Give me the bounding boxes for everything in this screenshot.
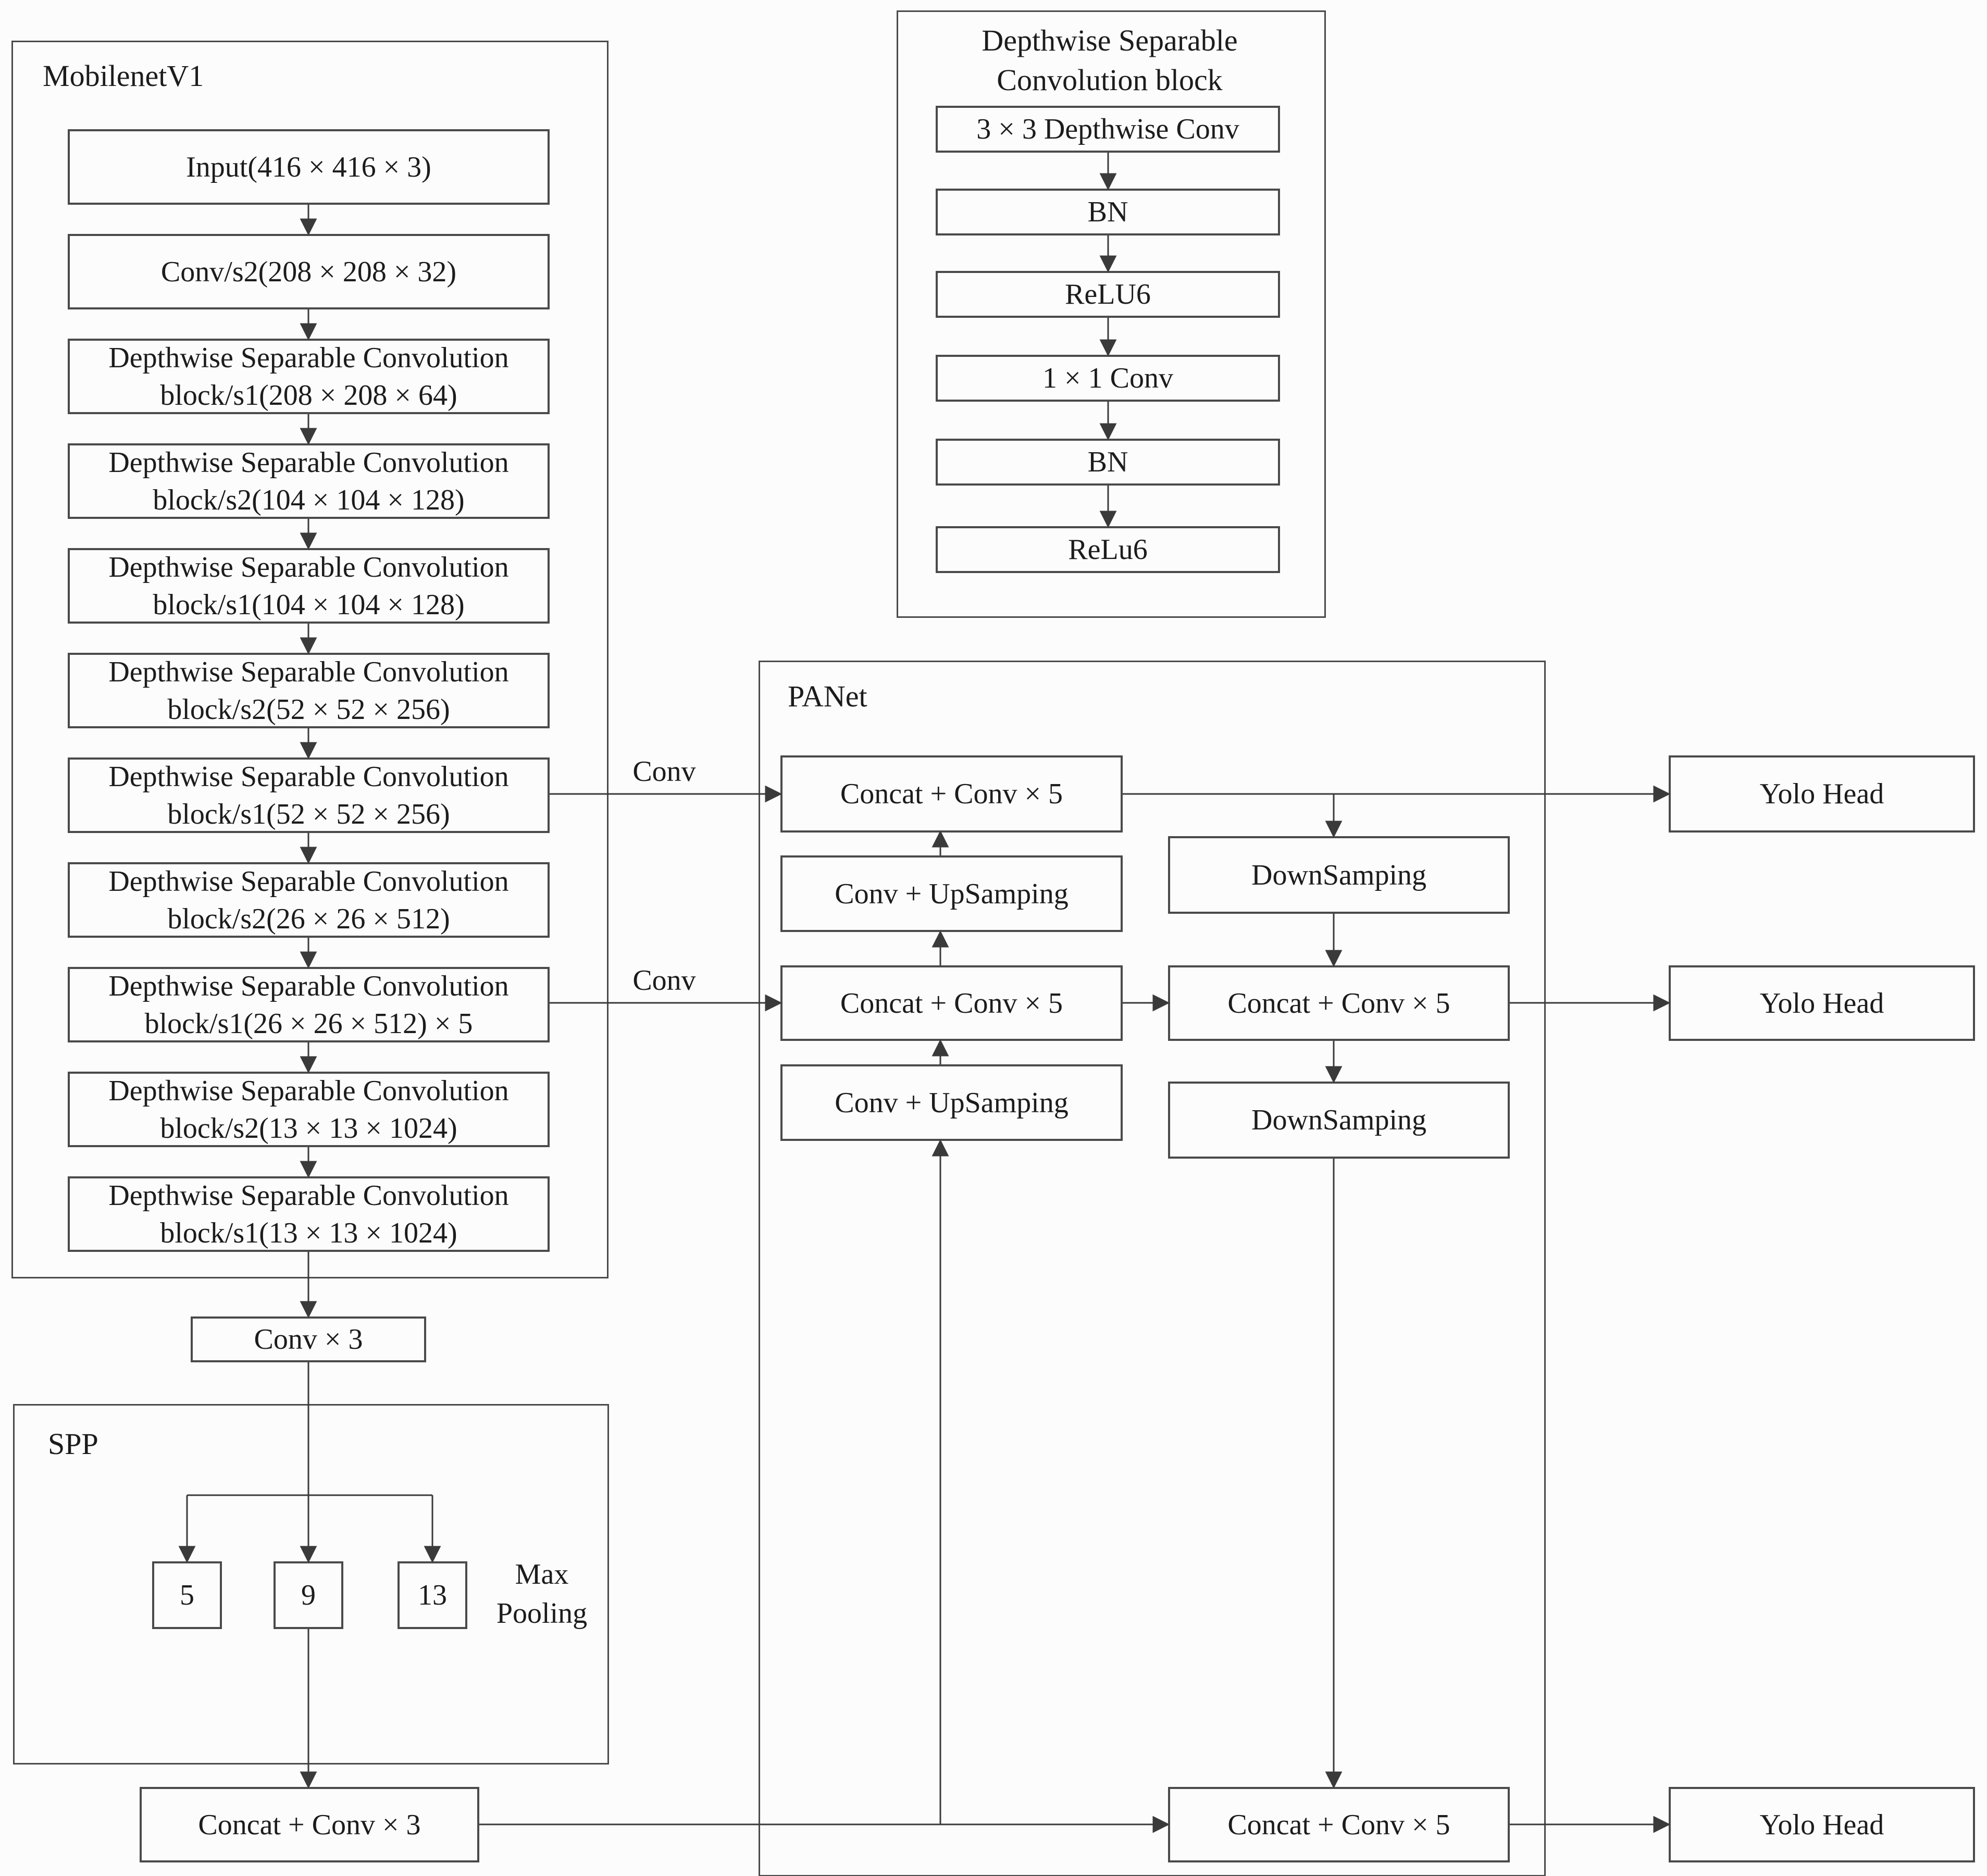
- concat-conv-x3-box: Concat + Conv × 3: [140, 1787, 479, 1862]
- maxpool-13-box: 13: [398, 1561, 467, 1629]
- dsc-relu6-box: ReLU6: [936, 271, 1280, 318]
- dsc-depthwise-conv-box: 3 × 3 Depthwise Conv: [936, 106, 1280, 153]
- mobilenet-title: MobilenetV1: [43, 59, 204, 93]
- max-pooling-label: Max Pooling: [496, 1558, 588, 1630]
- dsc-1x1-conv-box: 1 × 1 Conv: [936, 355, 1280, 402]
- maxpool-5-box: 5: [152, 1561, 222, 1629]
- layer-dsc-s2-13: Depthwise Separable Convolution block/s2…: [68, 1072, 550, 1147]
- panet-title: PANet: [788, 679, 867, 713]
- panet-downsamping-top: DownSamping: [1168, 836, 1510, 914]
- layer-dsc-s1-26-x5: Depthwise Separable Convolution block/s1…: [68, 967, 550, 1042]
- conv-edge-label-bottom: Conv: [632, 964, 696, 997]
- panet-concat-conv5-mid: Concat + Conv × 5: [780, 965, 1123, 1041]
- panet-conv-upsamping-bottom: Conv + UpSamping: [780, 1064, 1123, 1141]
- panet-container: [759, 661, 1546, 1876]
- dsc-bn1-box: BN: [936, 189, 1280, 235]
- dsc-bn2-box: BN: [936, 439, 1280, 486]
- panet-concat-conv5-right: Concat + Conv × 5: [1168, 965, 1510, 1041]
- maxpool-9-box: 9: [274, 1561, 343, 1629]
- layer-dsc-s1-208: Depthwise Separable Convolution block/s1…: [68, 339, 550, 414]
- spp-title: SPP: [48, 1427, 98, 1461]
- dsc-block-title: Depthwise Separable Convolution block: [982, 23, 1238, 97]
- yolo-head-bottom: Yolo Head: [1669, 1787, 1975, 1862]
- layer-dsc-s1-104: Depthwise Separable Convolution block/s1…: [68, 548, 550, 624]
- panet-concat-conv5-bottom: Concat + Conv × 5: [1168, 1787, 1510, 1862]
- panet-conv-upsamping-top: Conv + UpSamping: [780, 855, 1123, 932]
- mobilenet-container: [11, 41, 608, 1278]
- layer-input: Input(416 × 416 × 3): [68, 129, 550, 205]
- panet-downsamping-bottom: DownSamping: [1168, 1082, 1510, 1159]
- spp-container: [13, 1404, 609, 1765]
- yolo-head-top: Yolo Head: [1669, 755, 1975, 833]
- layer-dsc-s2-104: Depthwise Separable Convolution block/s2…: [68, 443, 550, 519]
- yolo-head-middle: Yolo Head: [1669, 965, 1975, 1041]
- layer-dsc-s2-52: Depthwise Separable Convolution block/s2…: [68, 653, 550, 728]
- layer-conv-s2: Conv/s2(208 × 208 × 32): [68, 234, 550, 309]
- panet-concat-conv5-top: Concat + Conv × 5: [780, 755, 1123, 833]
- layer-dsc-s1-52: Depthwise Separable Convolution block/s1…: [68, 757, 550, 833]
- layer-dsc-s1-13: Depthwise Separable Convolution block/s1…: [68, 1176, 550, 1252]
- layer-dsc-s2-26: Depthwise Separable Convolution block/s2…: [68, 862, 550, 938]
- dsc-relu6-2-box: ReLu6: [936, 526, 1280, 573]
- conv-edge-label-top: Conv: [632, 755, 696, 788]
- conv-x3-box: Conv × 3: [191, 1316, 426, 1362]
- dsc-block-container: [897, 10, 1326, 618]
